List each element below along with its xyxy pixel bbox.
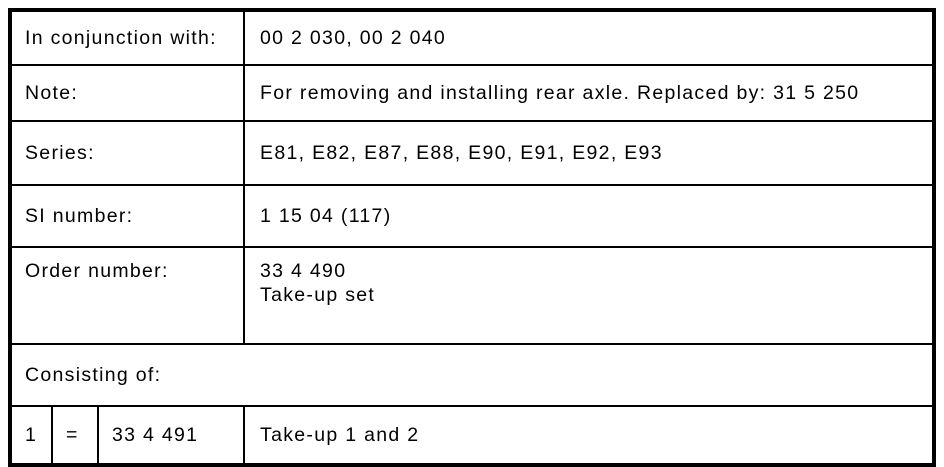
table-row: Note: For removing and installing rear a…: [8, 64, 935, 122]
parts-info-table: In conjunction with: 00 2 030, 00 2 040 …: [8, 8, 936, 467]
table-row: Consisting of:: [9, 343, 935, 407]
item-number-cell: 1: [9, 405, 53, 466]
series-value: E81, E82, E87, E88, E90, E91, E92, E93: [243, 120, 935, 186]
table-row: 1 = 33 4 491 Take-up 1 and 2: [9, 405, 935, 466]
order-number-label: Order number:: [8, 246, 246, 345]
consisting-of-header: Consisting of:: [9, 343, 935, 407]
series-label: Series:: [8, 120, 246, 186]
table-row: In conjunction with: 00 2 030, 00 2 040: [8, 9, 935, 66]
part-description-cell: Take-up 1 and 2: [243, 405, 935, 466]
in-conjunction-with-value: 00 2 030, 00 2 040: [243, 9, 935, 66]
si-number-label: SI number:: [8, 184, 246, 248]
note-label: Note:: [8, 64, 246, 122]
note-value: For removing and installing rear axle. R…: [243, 64, 935, 122]
order-name-line: Take-up set: [260, 284, 376, 306]
order-number-value: 33 4 490 Take-up set: [243, 246, 935, 345]
order-number-line: 33 4 490: [260, 260, 347, 282]
part-number-cell: 33 4 491: [96, 405, 246, 466]
document-page: In conjunction with: 00 2 030, 00 2 040 …: [8, 8, 936, 467]
equals-sign-cell: =: [51, 405, 99, 466]
table-row: Order number: 33 4 490 Take-up set: [8, 246, 935, 345]
table-row: Series: E81, E82, E87, E88, E90, E91, E9…: [8, 120, 935, 186]
table-row: SI number: 1 15 04 (117): [8, 184, 935, 248]
si-number-value: 1 15 04 (117): [243, 184, 935, 248]
in-conjunction-with-label: In conjunction with:: [8, 9, 246, 66]
